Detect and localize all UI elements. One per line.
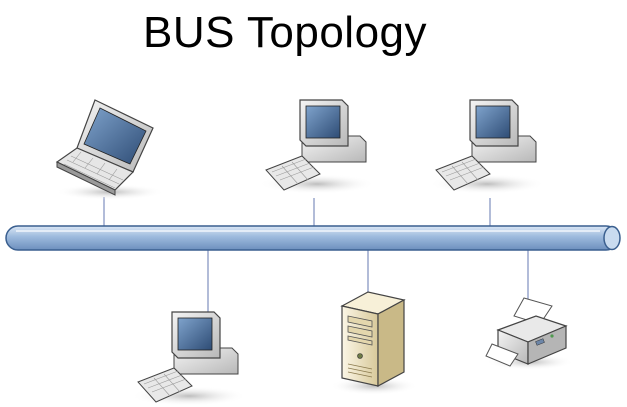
laptop-icon bbox=[55, 99, 165, 200]
diagram-title: BUS Topology bbox=[142, 8, 428, 57]
desktop-icon-2 bbox=[429, 99, 545, 194]
printer-icon bbox=[485, 297, 574, 370]
drop-lines bbox=[103, 197, 529, 328]
bus-cable bbox=[5, 225, 621, 251]
server-icon bbox=[330, 291, 418, 395]
desktop-icon-3 bbox=[131, 311, 247, 406]
desktop-icon-1 bbox=[259, 99, 375, 194]
